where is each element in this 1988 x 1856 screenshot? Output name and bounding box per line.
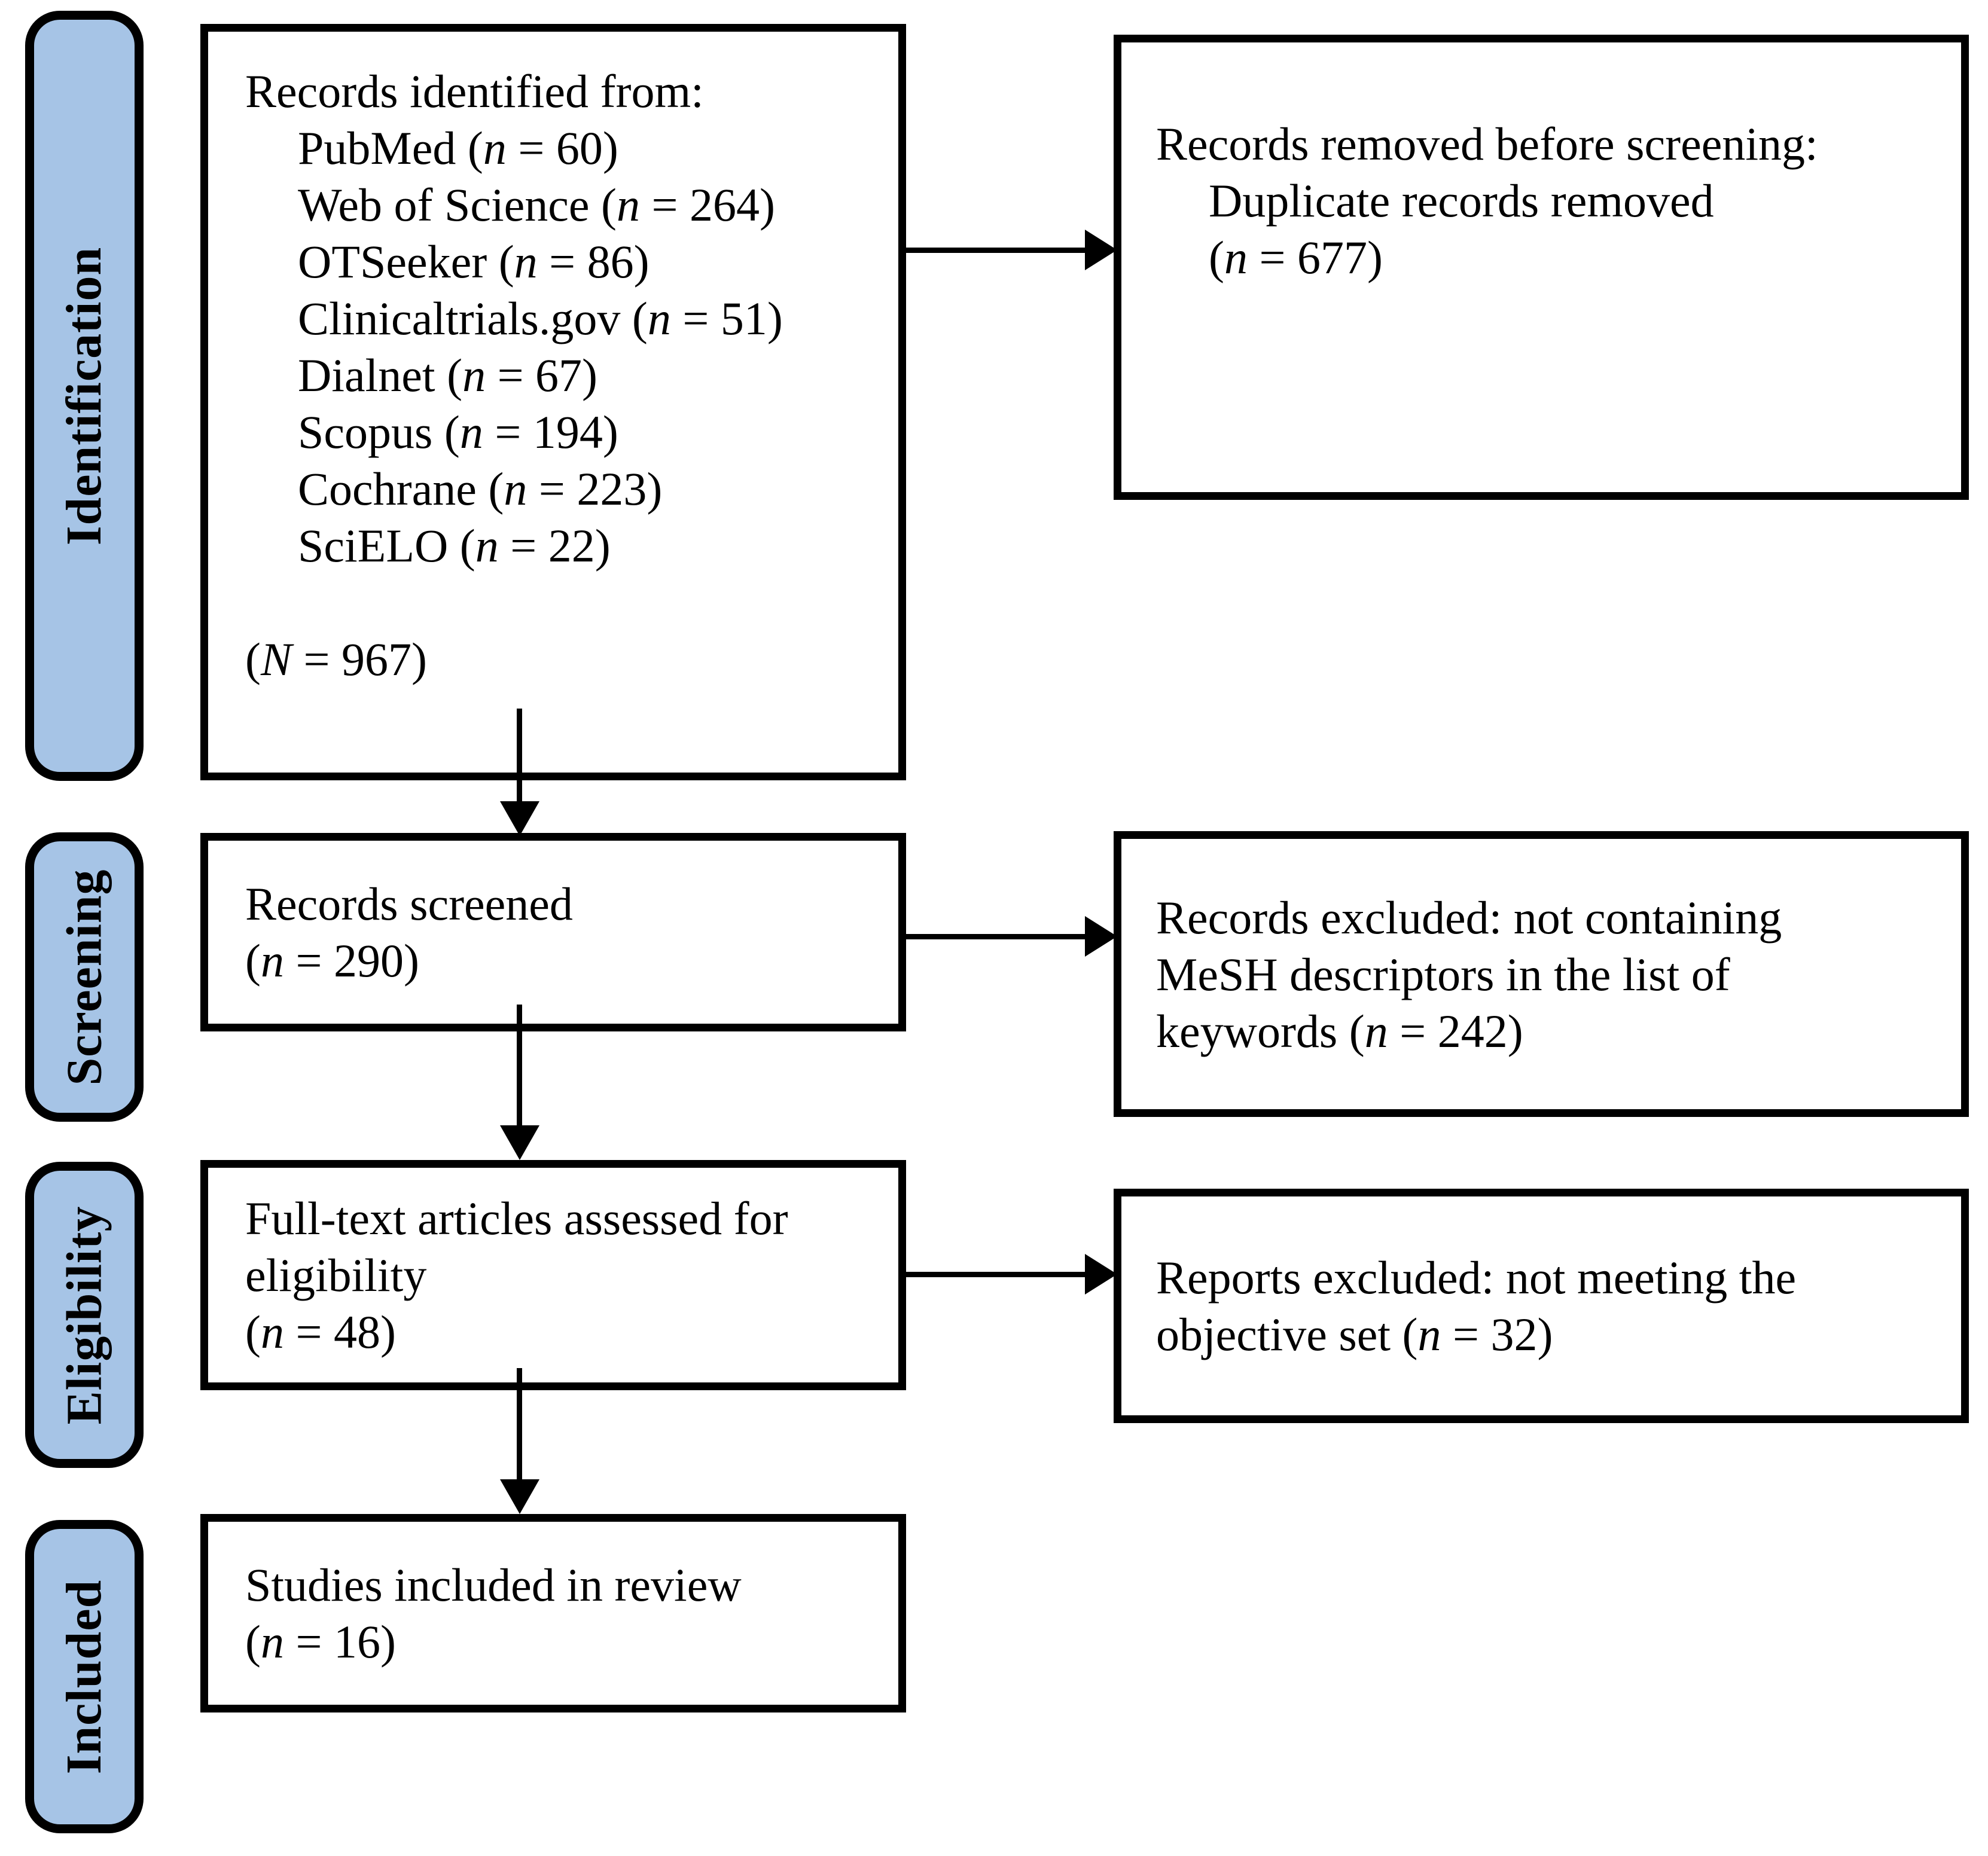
text-line: Records identified from: [245, 65, 704, 117]
text-line: Studies included in review [245, 1559, 742, 1611]
text-line: Records removed before screening: [1156, 118, 1818, 170]
text-line: PubMed (n = 60) [298, 122, 618, 174]
stage-tab-screening-label: Screening [56, 868, 112, 1086]
stage-tab-eligibility: Eligibility [25, 1162, 144, 1468]
arrow-stem [517, 709, 522, 803]
text-line [245, 574, 892, 631]
text-line: Reports excluded: not meeting the [1156, 1251, 1797, 1304]
stage-tab-identification: Identification [25, 11, 144, 781]
box-records-screened: Records screened(n = 290) [200, 833, 906, 1031]
arrow-stem [906, 934, 1090, 939]
box-records-removed-before-screening: Records removed before screening:Duplica… [1114, 35, 1969, 500]
stage-tab-eligibility-label: Eligibility [56, 1205, 112, 1424]
text-line: (n = 48) [245, 1306, 396, 1358]
text-line: Records screened [245, 878, 573, 930]
text-line: MeSH descriptors in the list of [1156, 948, 1730, 1000]
arrow-stem [517, 1368, 522, 1481]
text-line: OTSeeker (n = 86) [298, 236, 650, 288]
arrowhead-right-icon [1085, 916, 1117, 957]
text-line: eligibility [245, 1249, 427, 1301]
arrowhead-down-icon [500, 1125, 539, 1160]
text-line: Records excluded: not containing [1156, 891, 1782, 944]
box-studies-included: Studies included in review(n = 16) [200, 1514, 906, 1712]
text-line: keywords (n = 242) [1156, 1005, 1523, 1057]
arrowhead-down-icon [500, 1479, 539, 1514]
text-line: Cochrane (n = 223) [298, 463, 663, 515]
box-records-identified: Records identified from:PubMed (n = 60)W… [200, 24, 906, 780]
stage-tab-screening: Screening [25, 832, 144, 1122]
arrowhead-right-icon [1085, 230, 1117, 270]
arrowhead-down-icon [500, 801, 539, 836]
stage-tab-included-label: Included [56, 1579, 112, 1774]
text-line: Full-text articles assessed for [245, 1192, 788, 1244]
text-line: Duplicate records removed [1209, 175, 1714, 227]
arrowhead-right-icon [1085, 1254, 1117, 1295]
text-line: Dialnet (n = 67) [298, 349, 598, 401]
stage-tab-included: Included [25, 1520, 144, 1833]
text-line: objective set (n = 32) [1156, 1308, 1553, 1360]
text-line: Web of Science (n = 264) [298, 179, 775, 231]
stage-tab-identification-label: Identification [56, 246, 112, 545]
text-line: SciELO (n = 22) [298, 520, 611, 572]
text-line: (n = 677) [1209, 231, 1383, 283]
text-line: Clinicaltrials.gov (n = 51) [298, 292, 783, 344]
text-line: Scopus (n = 194) [298, 406, 618, 458]
arrow-stem [906, 248, 1090, 253]
arrow-stem [517, 1005, 522, 1127]
text-line: (n = 16) [245, 1616, 396, 1668]
arrow-stem [906, 1272, 1090, 1277]
text-line: (n = 290) [245, 935, 419, 987]
text-line: (N = 967) [245, 633, 427, 685]
